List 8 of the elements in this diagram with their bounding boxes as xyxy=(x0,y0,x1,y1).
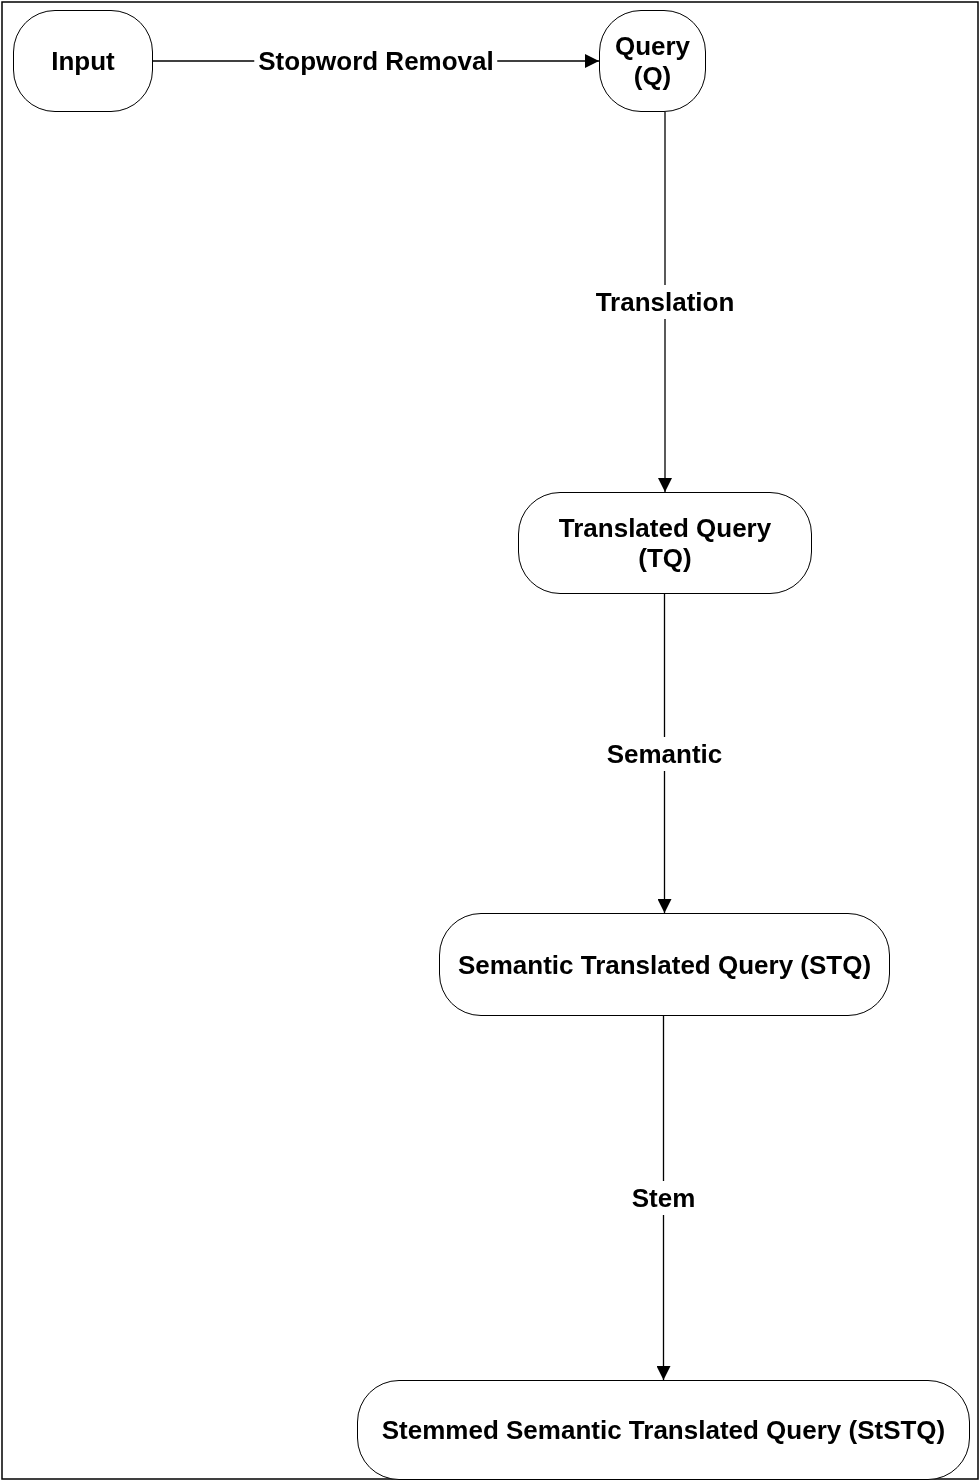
process-box: Semantic Translated Query (STQ) xyxy=(439,913,890,1016)
arrow xyxy=(658,111,672,493)
process-box: Stemmed Semantic Translated Query (StSTQ) xyxy=(357,1380,970,1480)
process-box: Query (Q) xyxy=(599,10,706,112)
process-box: Input xyxy=(13,10,153,112)
arrow xyxy=(656,1015,671,1381)
process-box: Translated Query (TQ) xyxy=(518,492,812,594)
arrow xyxy=(657,593,672,914)
